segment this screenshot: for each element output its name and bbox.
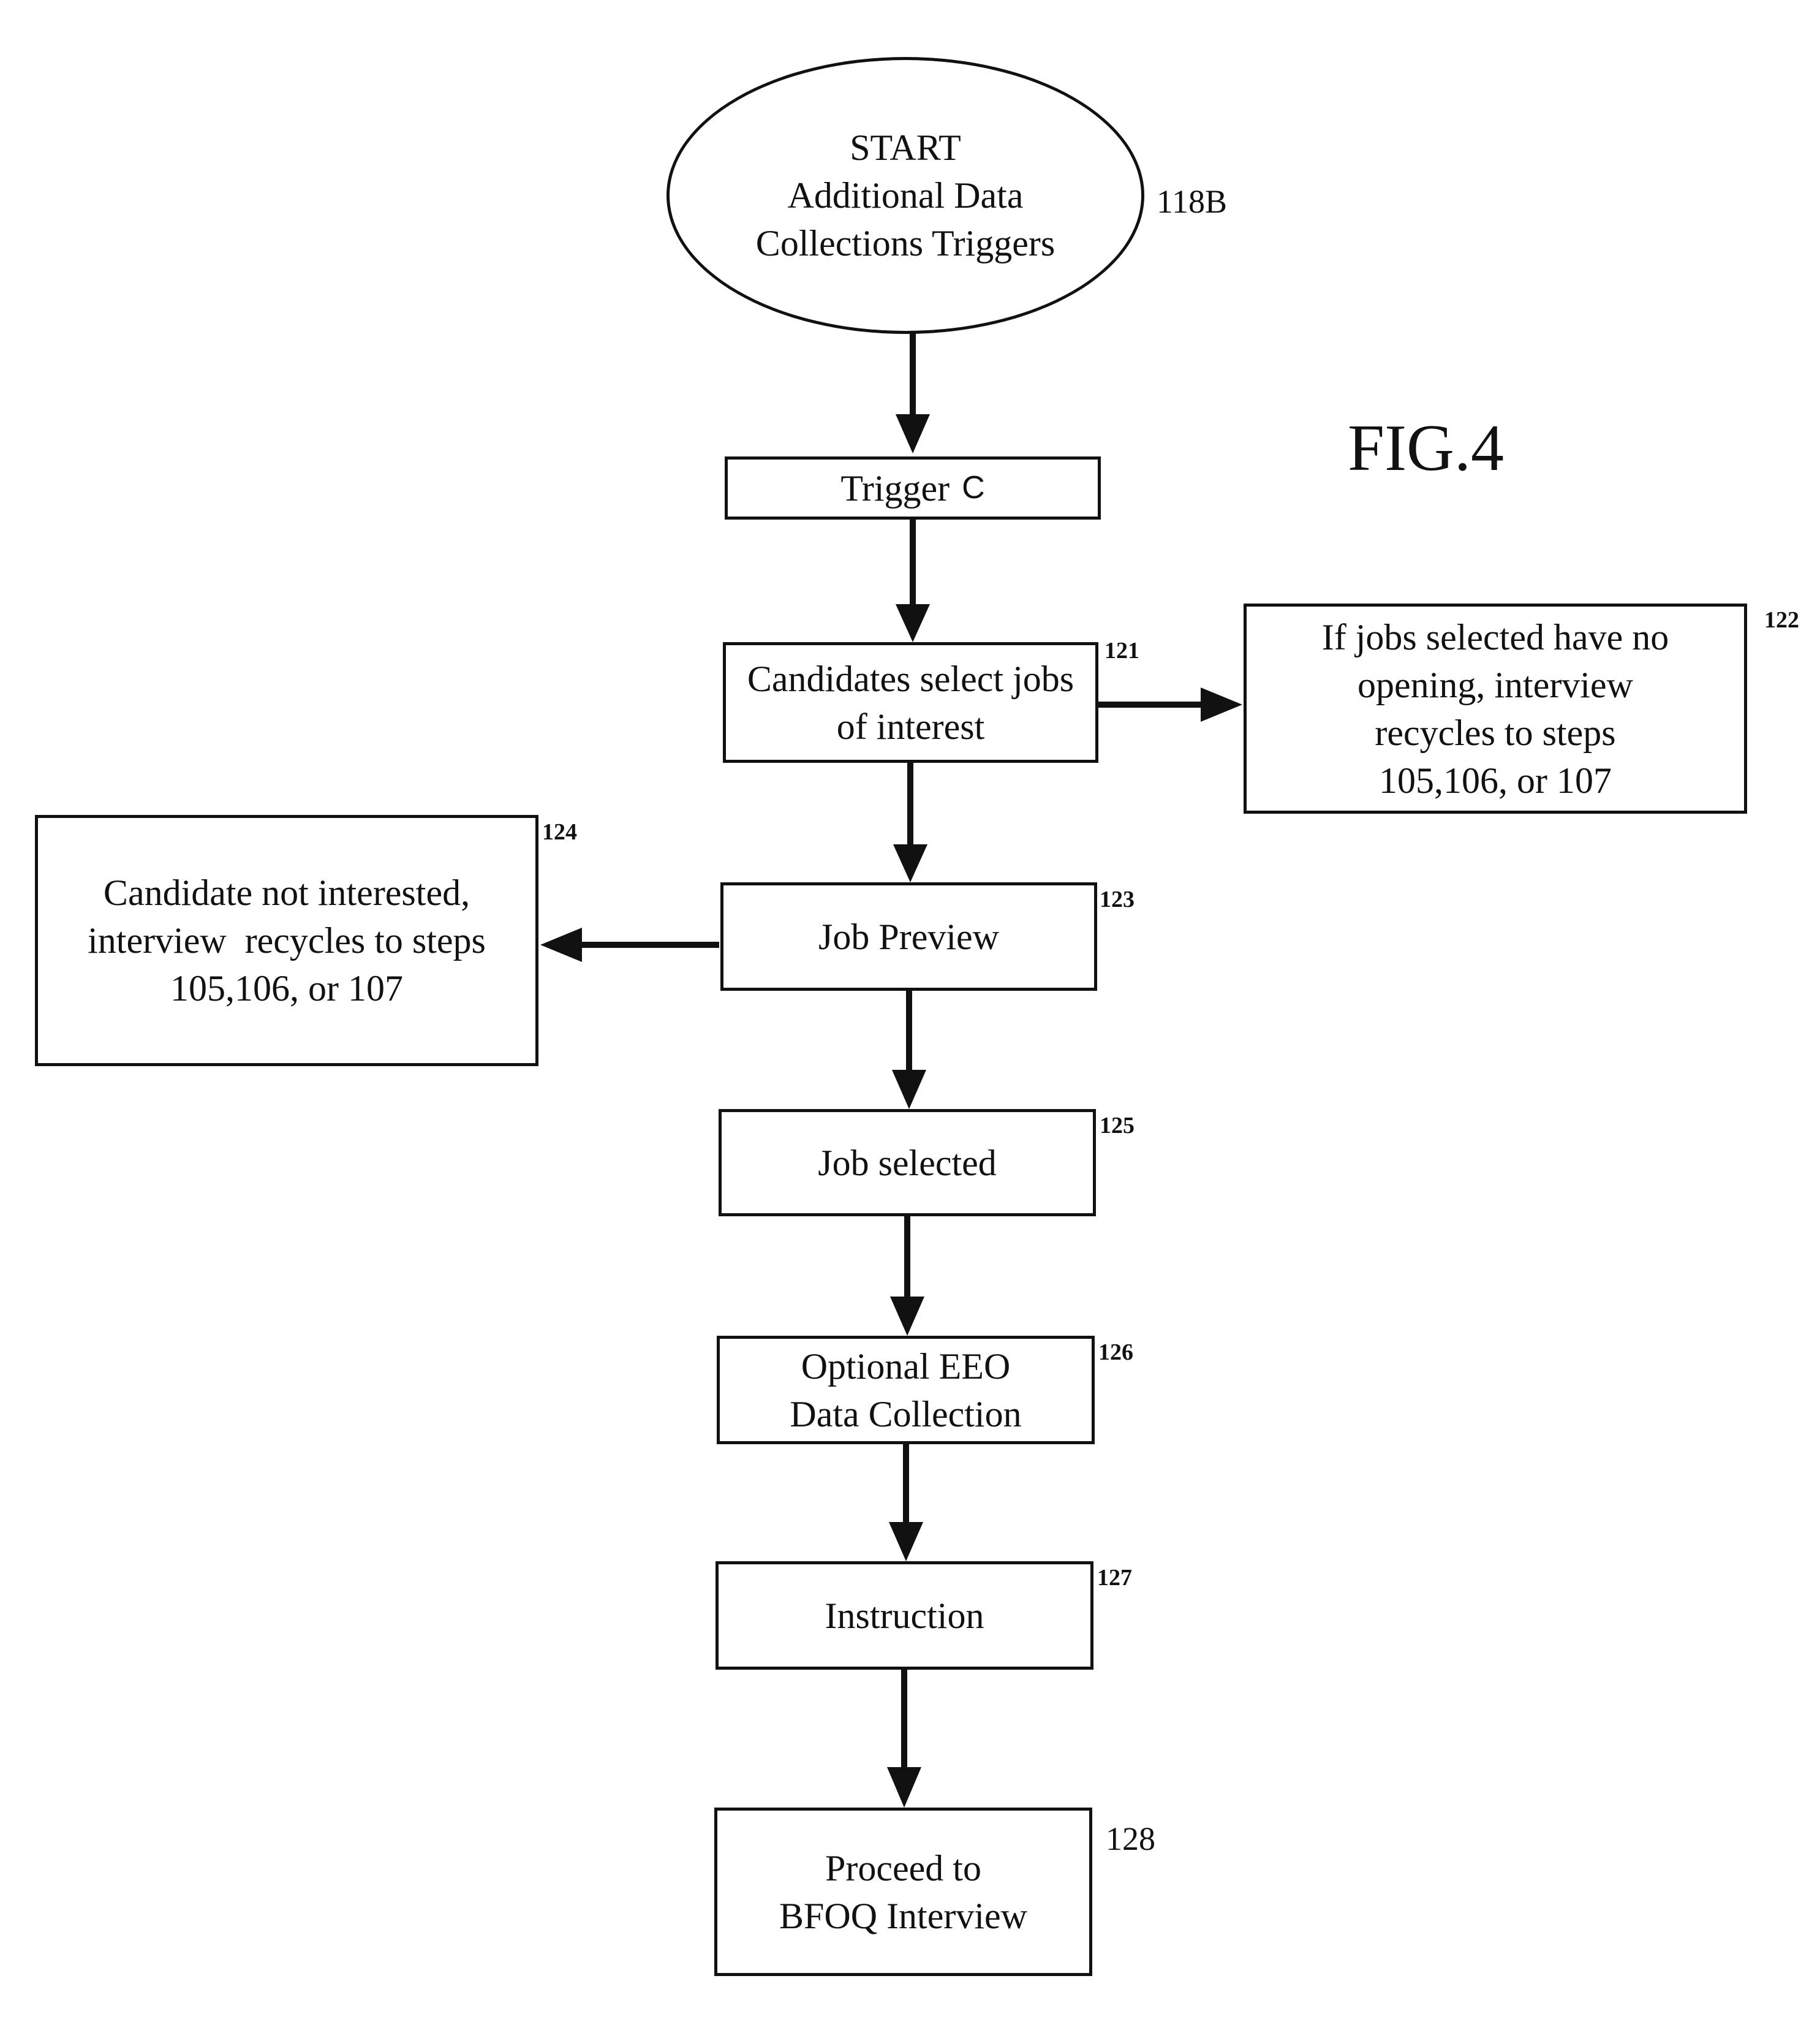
- step-124-line-1: Candidate not interested,: [104, 869, 470, 917]
- start-line-2: Additional Data: [788, 172, 1024, 219]
- ref-126: 126: [1098, 1339, 1133, 1366]
- ref-124: 124: [542, 819, 577, 846]
- trigger-node: Trigger C: [725, 456, 1101, 520]
- step-123-node: Job Preview: [720, 882, 1097, 991]
- step-127-line-1: Instruction: [825, 1592, 984, 1640]
- trigger-label: Trigger: [840, 464, 950, 512]
- ref-122: 122: [1764, 607, 1799, 634]
- step-125-line-1: Job selected: [818, 1139, 997, 1187]
- step-128-line-2: BFOQ Interview: [779, 1892, 1027, 1940]
- arrowhead-121-to-123: [893, 844, 927, 882]
- arrowhead-125-to-126: [890, 1297, 924, 1336]
- step-126-node: Optional EEO Data Collection: [717, 1336, 1095, 1444]
- step-126-line-1: Optional EEO: [801, 1342, 1011, 1390]
- step-122-line-3: recycles to steps: [1375, 709, 1615, 757]
- step-125-node: Job selected: [719, 1109, 1096, 1216]
- figure-label: FIG.4: [1348, 411, 1504, 487]
- arrowhead-127-to-128: [887, 1767, 921, 1808]
- step-123-line-1: Job Preview: [818, 913, 999, 961]
- ref-128: 128: [1106, 1820, 1155, 1858]
- ref-125: 125: [1100, 1112, 1135, 1139]
- step-122-node: If jobs selected have no opening, interv…: [1244, 604, 1747, 814]
- arrowhead-123-to-124: [540, 928, 582, 962]
- step-122-line-1: If jobs selected have no: [1322, 613, 1669, 661]
- step-121-line-2: of interest: [837, 703, 985, 751]
- arrowhead-start-to-trigger: [896, 414, 930, 453]
- arrowhead-123-to-125: [892, 1070, 926, 1109]
- step-121-node: Candidates select jobs of interest: [723, 642, 1098, 763]
- start-line-1: START: [850, 124, 961, 172]
- arrowhead-trigger-to-121: [896, 604, 930, 642]
- step-124-node: Candidate not interested, interview recy…: [35, 815, 538, 1066]
- start-node: START Additional Data Collections Trigge…: [666, 57, 1144, 334]
- step-124-line-3: 105,106, or 107: [170, 964, 403, 1012]
- step-128-line-1: Proceed to: [825, 1844, 981, 1892]
- step-122-line-4: 105,106, or 107: [1379, 757, 1612, 805]
- trigger-letter: C: [962, 468, 985, 509]
- ref-121: 121: [1104, 637, 1139, 664]
- ref-118b: 118B: [1157, 183, 1227, 221]
- step-121-line-1: Candidates select jobs: [747, 655, 1074, 703]
- step-128-node: Proceed to BFOQ Interview: [714, 1808, 1092, 1976]
- ref-123: 123: [1100, 886, 1135, 913]
- step-122-line-2: opening, interview: [1357, 661, 1633, 709]
- start-line-3: Collections Triggers: [756, 219, 1055, 267]
- ref-127: 127: [1097, 1564, 1132, 1591]
- arrowhead-121-to-122: [1201, 687, 1242, 722]
- arrowhead-126-to-127: [889, 1522, 923, 1561]
- step-127-node: Instruction: [716, 1561, 1093, 1670]
- step-126-line-2: Data Collection: [790, 1390, 1021, 1438]
- step-124-line-2: interview recycles to steps: [88, 917, 486, 964]
